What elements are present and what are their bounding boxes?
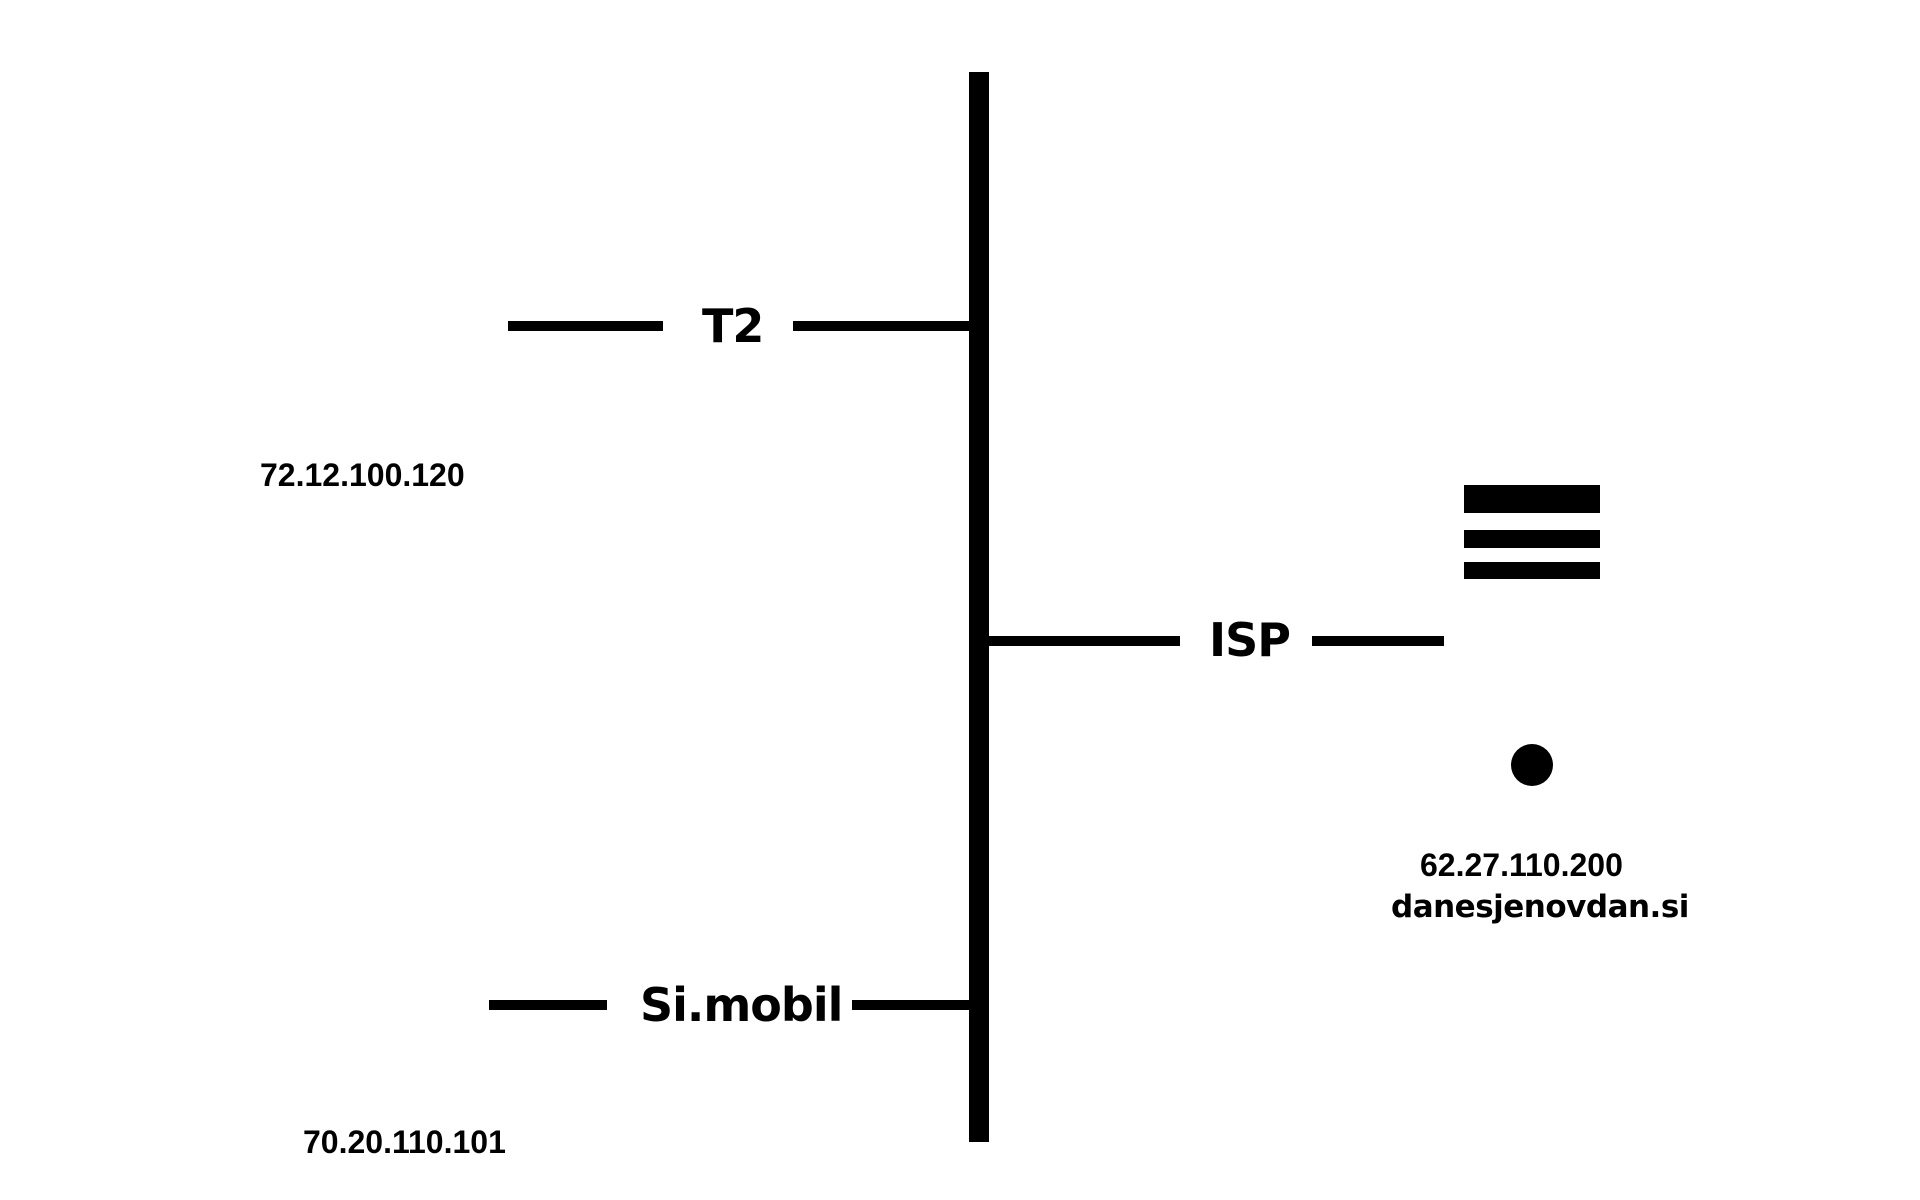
isp-label: ISP bbox=[1209, 613, 1291, 667]
server-ip-address: 62.27.110.200 bbox=[1420, 847, 1623, 883]
t2-ip-address: 72.12.100.120 bbox=[260, 457, 465, 493]
server-bar-bottom bbox=[1464, 562, 1600, 579]
t2-label: T2 bbox=[702, 299, 764, 353]
server-domain: danesjenovdan.si bbox=[1391, 889, 1689, 925]
simobil-ip-address: 70.20.110.101 bbox=[303, 1124, 506, 1160]
simobil-right-line bbox=[852, 1000, 972, 1010]
dot-icon bbox=[1511, 744, 1553, 786]
isp-left-line bbox=[986, 636, 1180, 646]
server-bar-top bbox=[1464, 485, 1600, 513]
t2-left-line bbox=[508, 321, 663, 331]
isp-right-line bbox=[1312, 636, 1444, 646]
simobil-left-line bbox=[489, 1000, 607, 1010]
backbone-line bbox=[969, 72, 989, 1142]
server-bar-middle bbox=[1464, 530, 1600, 548]
t2-right-line bbox=[793, 321, 972, 331]
simobil-label: Si.mobil bbox=[640, 978, 843, 1032]
